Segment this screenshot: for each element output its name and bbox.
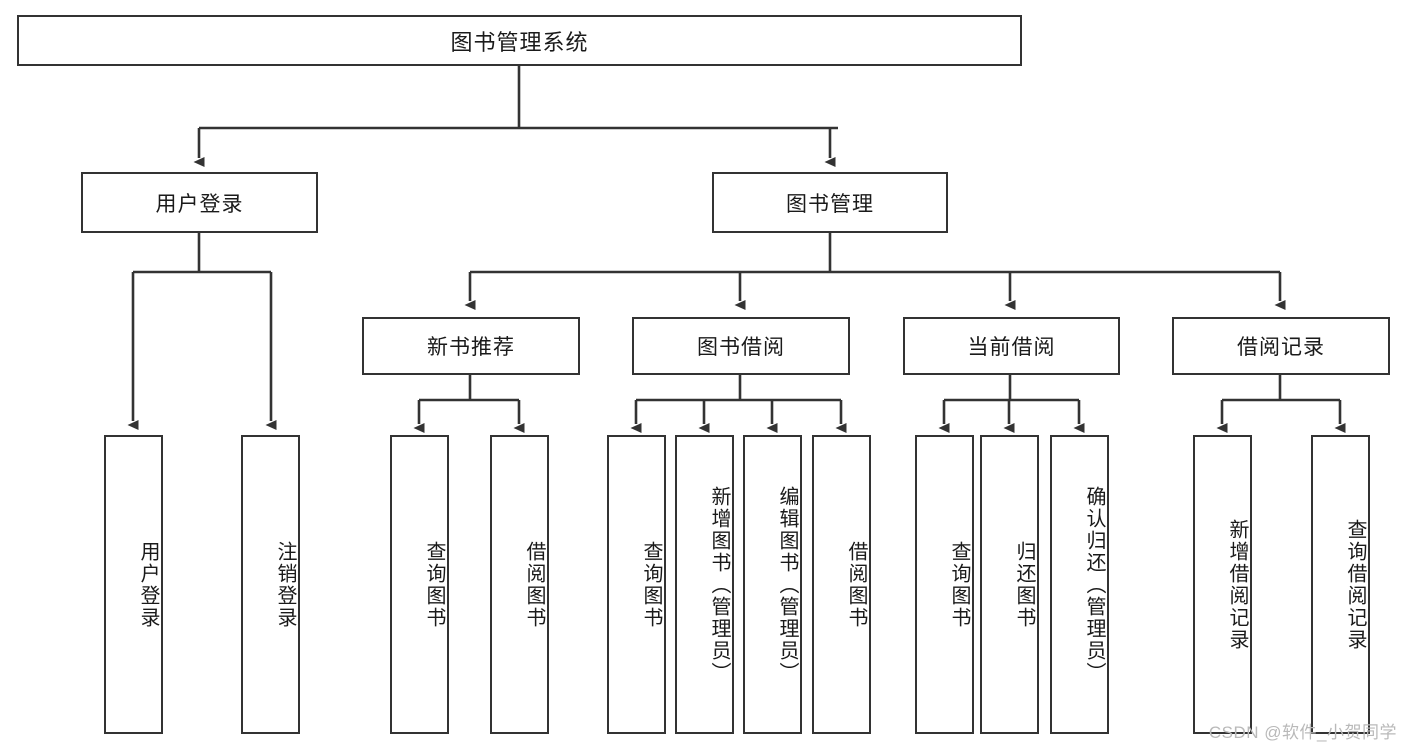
node-book-manage[interactable]: 图书管理 — [712, 172, 948, 233]
node-leaf-confirm-return[interactable]: 确认归还（管理员） — [1050, 435, 1109, 734]
node-root-label: 图书管理系统 — [450, 29, 589, 55]
node-root[interactable]: 图书管理系统 — [17, 15, 1022, 66]
node-leaf-query-book-3-label: 查询图书 — [948, 540, 970, 629]
node-leaf-query-book-2-label: 查询图书 — [640, 540, 662, 629]
node-leaf-query-record[interactable]: 查询借阅记录 — [1311, 435, 1370, 734]
node-leaf-add-record[interactable]: 新增借阅记录 — [1193, 435, 1252, 734]
node-book-borrow[interactable]: 图书借阅 — [632, 317, 850, 375]
node-leaf-query-book-3[interactable]: 查询图书 — [915, 435, 974, 734]
watermark-text: CSDN @软件_小贺同学 — [1208, 723, 1397, 742]
node-leaf-borrow-book-1-label: 借阅图书 — [523, 540, 545, 629]
node-leaf-add-record-label: 新增借阅记录 — [1226, 518, 1248, 651]
node-current-borrow-label: 当前借阅 — [967, 336, 1056, 359]
node-leaf-borrow-book-1[interactable]: 借阅图书 — [490, 435, 549, 734]
node-book-manage-label: 图书管理 — [786, 192, 874, 216]
node-leaf-return-book-label: 归还图书 — [1013, 540, 1035, 629]
node-leaf-query-record-label: 查询借阅记录 — [1344, 518, 1366, 651]
node-leaf-user-login-label: 用户登录 — [137, 540, 159, 629]
node-new-book-rec-label: 新书推荐 — [427, 336, 515, 359]
node-borrow-record-label: 借阅记录 — [1237, 336, 1325, 359]
node-user-login-label: 用户登录 — [155, 192, 244, 216]
node-leaf-add-book[interactable]: 新增图书（管理员） — [675, 435, 734, 734]
node-leaf-borrow-book-2[interactable]: 借阅图书 — [812, 435, 871, 734]
node-book-borrow-label: 图书借阅 — [697, 336, 785, 359]
node-leaf-logout-login[interactable]: 注销登录 — [241, 435, 300, 734]
node-leaf-confirm-return-label: 确认归还（管理员） — [1083, 485, 1105, 684]
node-leaf-add-book-label: 新增图书（管理员） — [708, 485, 730, 684]
node-new-book-rec[interactable]: 新书推荐 — [362, 317, 580, 375]
node-leaf-borrow-book-2-label: 借阅图书 — [845, 540, 867, 629]
node-leaf-query-book-1[interactable]: 查询图书 — [390, 435, 449, 734]
node-leaf-edit-book-label: 编辑图书（管理员） — [776, 485, 798, 684]
node-leaf-query-book-2[interactable]: 查询图书 — [607, 435, 666, 734]
node-current-borrow[interactable]: 当前借阅 — [903, 317, 1120, 375]
node-borrow-record[interactable]: 借阅记录 — [1172, 317, 1390, 375]
node-leaf-user-login[interactable]: 用户登录 — [104, 435, 163, 734]
node-user-login[interactable]: 用户登录 — [81, 172, 318, 233]
node-leaf-logout-login-label: 注销登录 — [274, 540, 296, 629]
node-leaf-return-book[interactable]: 归还图书 — [980, 435, 1039, 734]
node-leaf-query-book-1-label: 查询图书 — [423, 540, 445, 629]
node-leaf-edit-book[interactable]: 编辑图书（管理员） — [743, 435, 802, 734]
